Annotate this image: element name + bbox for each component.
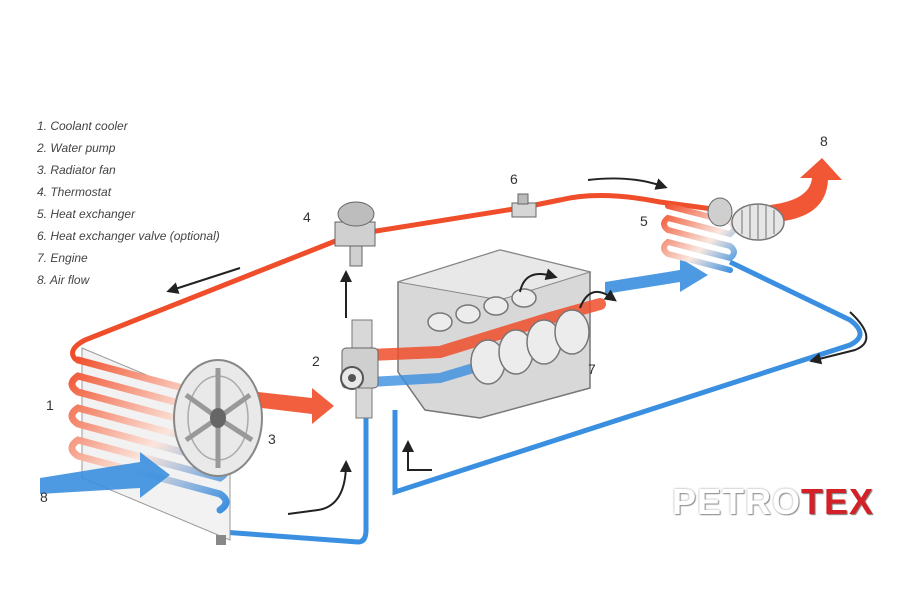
legend-item: 3. Radiator fan: [37, 163, 116, 177]
callout-coolant-cooler: 1: [46, 397, 54, 413]
callout-heat-exchanger: 5: [640, 213, 648, 229]
flow-arrow-return: [809, 311, 868, 365]
air-flow-radiator-out-arrow: [258, 388, 334, 424]
water-pump: [340, 319, 379, 419]
callout-air-flow-out: 8: [820, 133, 828, 149]
heat-exchanger: [661, 197, 785, 273]
cold-pipe-to-pump: [221, 410, 369, 545]
engine: [364, 249, 606, 419]
hot-pipe-to-heat-exchanger: [369, 192, 721, 235]
air-flow-out-arrow: [770, 158, 842, 222]
flow-direction-arrows: [166, 177, 868, 515]
radiator-fan: [173, 359, 263, 477]
callout-engine: 7: [588, 361, 596, 377]
legend-item: 2. Water pump: [37, 141, 116, 155]
flow-arrow-engine-rotate-1: [519, 268, 558, 293]
callout-air-flow-in: 8: [40, 489, 48, 505]
thermostat: [334, 201, 376, 267]
flow-arrow-to-radiator: [166, 267, 241, 294]
legend: 1. Coolant cooler 2. Water pump 3. Radia…: [37, 118, 220, 294]
petrotex-logo: PETROTEX: [672, 482, 874, 522]
legend-item: 6. Heat exchanger valve (optional): [37, 229, 220, 243]
legend-item: 1. Coolant cooler: [37, 119, 128, 133]
flow-arrow-to-heat-exchanger: [587, 177, 668, 190]
flow-arrow-engine-rotate-2: [579, 289, 617, 309]
flow-arrow-engine-return: [402, 440, 432, 471]
flow-arrow-bottom-pump: [287, 460, 352, 515]
hot-pipe-to-radiator: [70, 237, 339, 362]
callout-radiator-fan: 3: [268, 431, 276, 447]
legend-item: 5. Heat exchanger: [37, 207, 136, 221]
logo-part1: PETRO: [672, 481, 802, 522]
callout-water-pump: 2: [312, 353, 320, 369]
cold-pipe-return: [392, 259, 863, 496]
callout-heat-exchanger-valve: 6: [510, 171, 518, 187]
air-flow-in-arrow: [40, 452, 170, 498]
air-flow-hx-in-arrow: [605, 258, 708, 294]
callout-thermostat: 4: [303, 209, 311, 225]
legend-item: 7. Engine: [37, 251, 88, 265]
logo-part2: TEX: [801, 481, 875, 522]
legend-item: 4. Thermostat: [37, 185, 112, 199]
legend-item: 8. Air flow: [37, 273, 90, 287]
heat-exchanger-valve: [511, 193, 537, 218]
